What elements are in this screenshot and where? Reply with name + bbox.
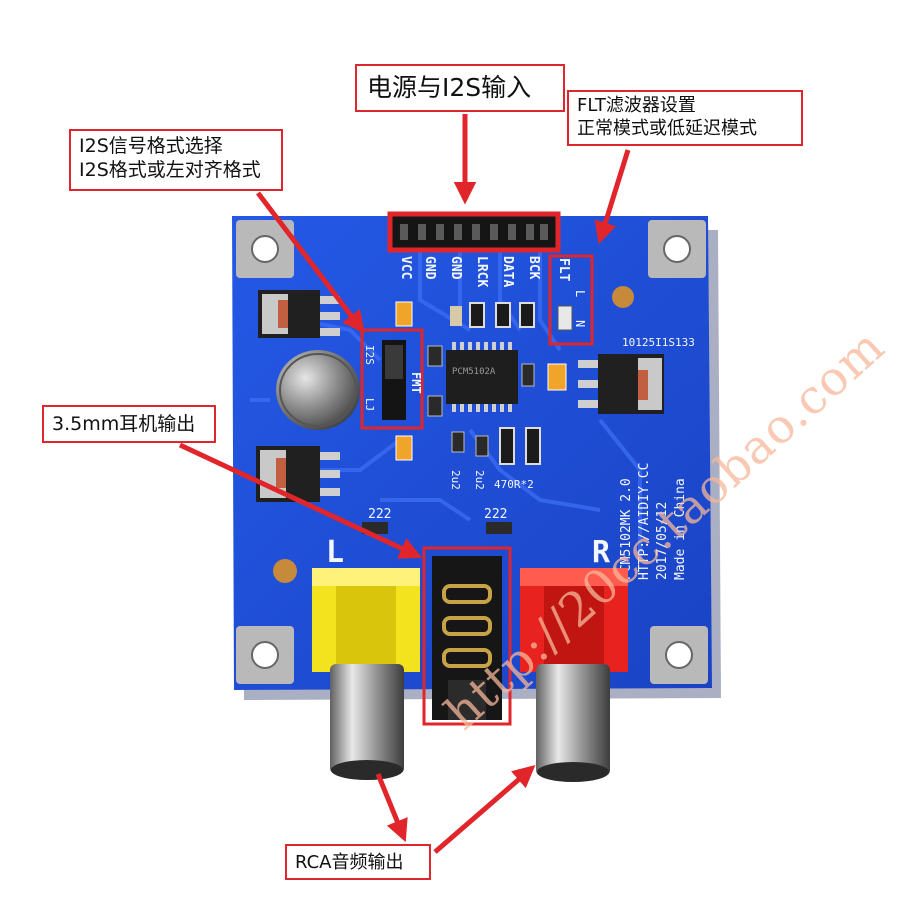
- voltage-regulator-right: [578, 354, 664, 414]
- headphone-jack: [422, 546, 512, 726]
- board-info-line3: 2017/05/12: [655, 502, 670, 580]
- callout-flt-line1: FLT滤波器设置: [577, 95, 696, 116]
- smd-parts-mid: [427, 345, 541, 465]
- chip-marking: PCM5102A: [452, 367, 496, 377]
- board-info-line1: PCM5102MK 2.0: [619, 478, 634, 580]
- pin-label-lrck: LRCK: [474, 256, 489, 287]
- fmt-lj-option: LJ: [363, 398, 376, 411]
- callout-rca-output: RCA音频输出: [285, 844, 431, 880]
- rca-jack-left: [312, 568, 420, 780]
- board-info-line2: HTTP://AIDIY.CC: [637, 463, 652, 580]
- board-info-line4: Made in China: [673, 478, 688, 580]
- cap-222-left: 222: [368, 507, 391, 522]
- fmt-i2s-option: I2S: [363, 345, 376, 365]
- flt-jumper: FLT L N: [548, 254, 594, 346]
- annotation-arrows: [178, 114, 631, 854]
- right-channel-label: R: [592, 535, 611, 570]
- voltage-regulator-bottom: [256, 446, 340, 502]
- pin-label-vcc: VCC: [398, 256, 413, 279]
- voltage-regulator-top: [258, 290, 340, 338]
- electrolytic-capacitor: [276, 350, 360, 430]
- mounting-holes: [236, 220, 708, 684]
- board-code: 10125I1S133: [622, 336, 695, 349]
- resistor-label: 470R*2: [494, 478, 534, 491]
- smd-resistors-top: [450, 302, 535, 328]
- tantalum-capacitors: [395, 301, 567, 461]
- rca-jack-right: [520, 568, 628, 782]
- left-channel-label: L: [326, 535, 344, 570]
- pin-label-gnd-2: GND: [448, 256, 463, 280]
- flt-l-label: L: [573, 290, 587, 297]
- cap-label-2u2-a: 2u2: [449, 470, 462, 490]
- dac-chip: PCM5102A: [446, 342, 518, 412]
- header-pin-labels: VCC GND GND LRCK DATA BCK: [398, 256, 541, 287]
- fmt-label: FMT: [409, 372, 423, 394]
- callout-flt-setting: FLT滤波器设置正常模式或低延迟模式: [567, 90, 803, 146]
- flt-label: FLT: [556, 258, 571, 282]
- cap-222-right-part: [486, 522, 512, 534]
- callout-headphone-output: 3.5mm耳机输出: [42, 405, 216, 443]
- callout-i2s-line2: I2S格式或左对齐格式: [79, 158, 261, 181]
- callout-jack-text: 3.5mm耳机输出: [52, 413, 196, 435]
- pin-label-data: DATA: [500, 256, 515, 287]
- cap-222-right: 222: [484, 507, 507, 522]
- flt-n-label: N: [573, 320, 587, 327]
- pin-header: [387, 211, 561, 253]
- callout-flt-line2: 正常模式或低延迟模式: [577, 117, 757, 139]
- callout-power-i2s-input: 电源与I2S输入: [355, 64, 565, 112]
- board-info: PCM5102MK 2.0 HTTP://AIDIY.CC 2017/05/12…: [619, 463, 688, 580]
- callout-rca-text: RCA音频输出: [295, 852, 404, 873]
- callout-i2s-line1: I2S信号格式选择: [79, 135, 223, 157]
- pin-label-bck: BCK: [526, 256, 541, 280]
- callout-power-text: 电源与I2S输入: [367, 73, 532, 102]
- cap-label-2u2-b: 2u2: [473, 470, 486, 490]
- pin-label-gnd: GND: [422, 256, 437, 280]
- fmt-jumper: I2S LJ FMT: [360, 328, 424, 430]
